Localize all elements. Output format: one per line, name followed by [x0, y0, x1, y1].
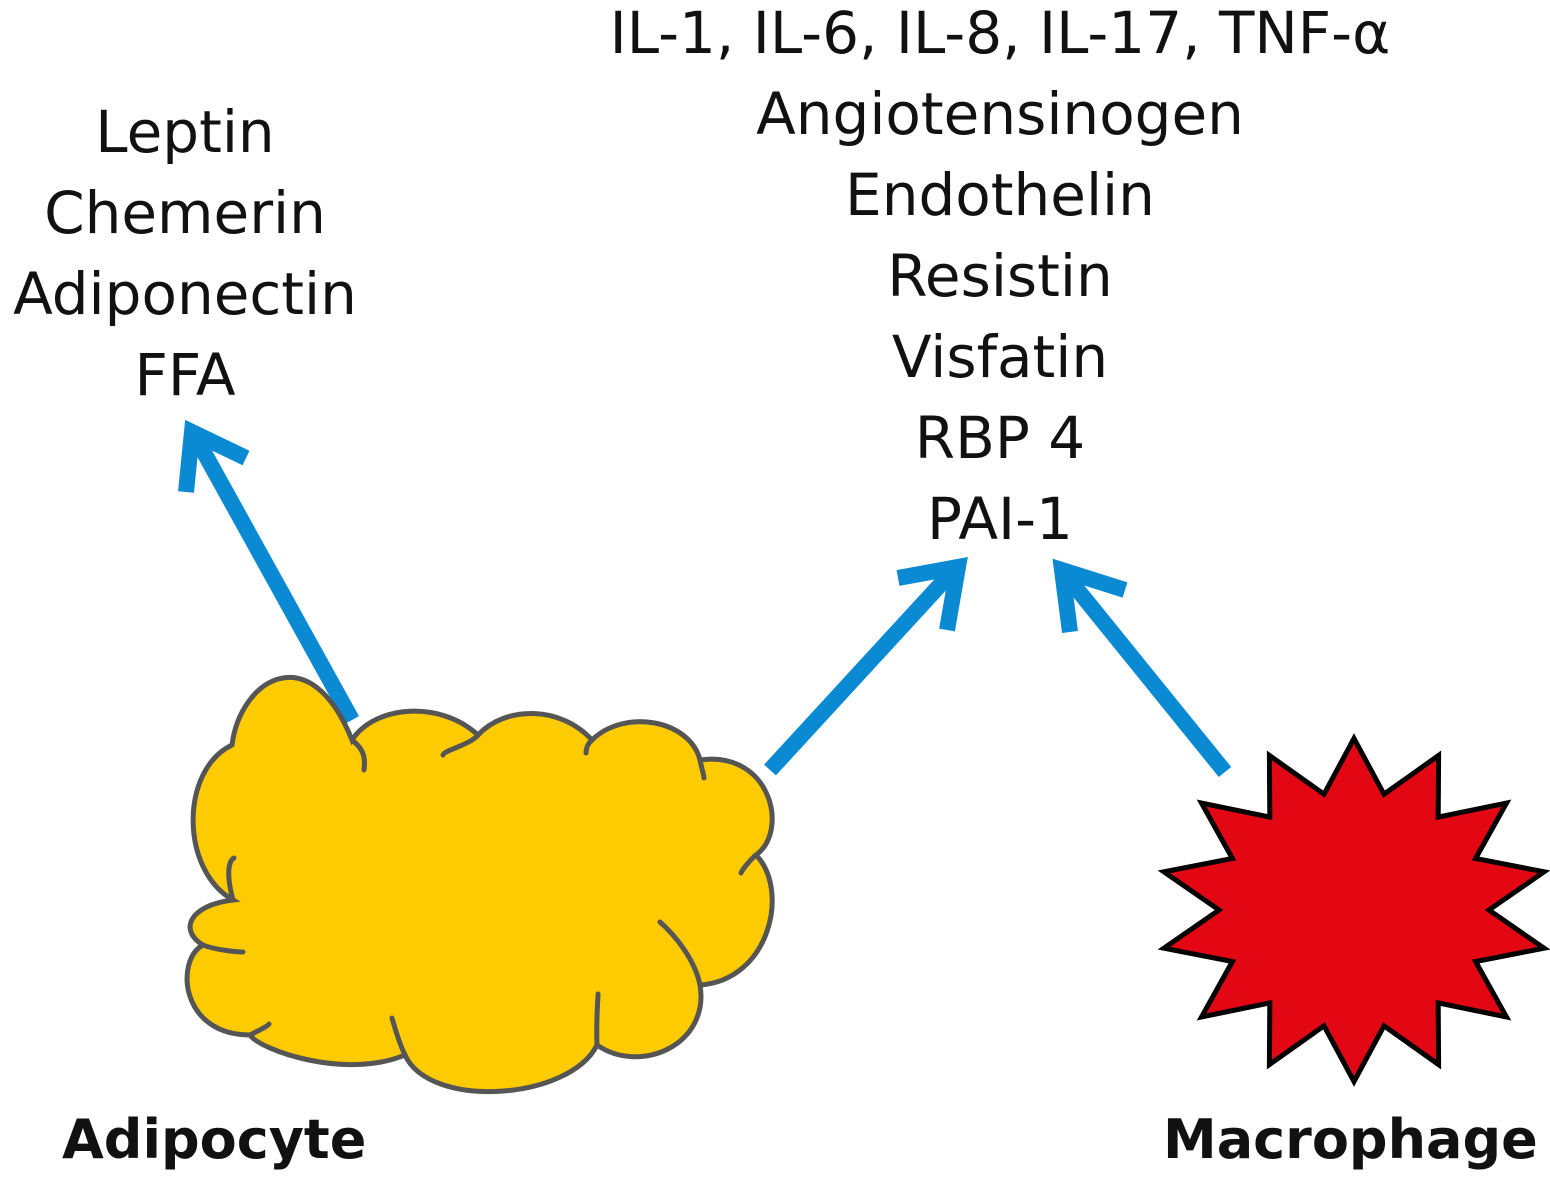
- product-endothelin: Endothelin: [845, 161, 1155, 229]
- shared-products-list: IL-1, IL-6, IL-8, IL-17, TNF-α Angiotens…: [600, 0, 1400, 560]
- product-resistin: Resistin: [887, 242, 1113, 310]
- macrophage-starburst-icon: [1157, 733, 1550, 1087]
- adipocyte-cloud-creases: [200, 732, 759, 1058]
- product-ffa: FFA: [134, 341, 236, 409]
- product-interleukins-tnf: IL-1, IL-6, IL-8, IL-17, TNF-α: [609, 0, 1391, 67]
- product-pai1: PAI-1: [927, 485, 1073, 553]
- product-visfatin: Visfatin: [891, 323, 1109, 391]
- arrow-macrophage-to-center-list: [1052, 558, 1232, 778]
- product-chemerin: Chemerin: [44, 179, 326, 247]
- macrophage-label: Macrophage: [1163, 1108, 1538, 1171]
- arrow-adipocyte-to-left-list: [178, 419, 360, 724]
- adipocyte-label: Adipocyte: [62, 1108, 367, 1171]
- product-adiponectin: Adiponectin: [13, 260, 357, 328]
- adipocyte-products-list: Leptin Chemerin Adiponectin FFA: [0, 92, 370, 416]
- product-angiotensinogen: Angiotensinogen: [756, 80, 1244, 148]
- adipocyte-cloud-icon: [184, 675, 775, 1095]
- product-rbp4: RBP 4: [914, 404, 1086, 472]
- product-leptin: Leptin: [95, 98, 275, 166]
- arrow-adipocyte-to-center-list: [764, 557, 968, 776]
